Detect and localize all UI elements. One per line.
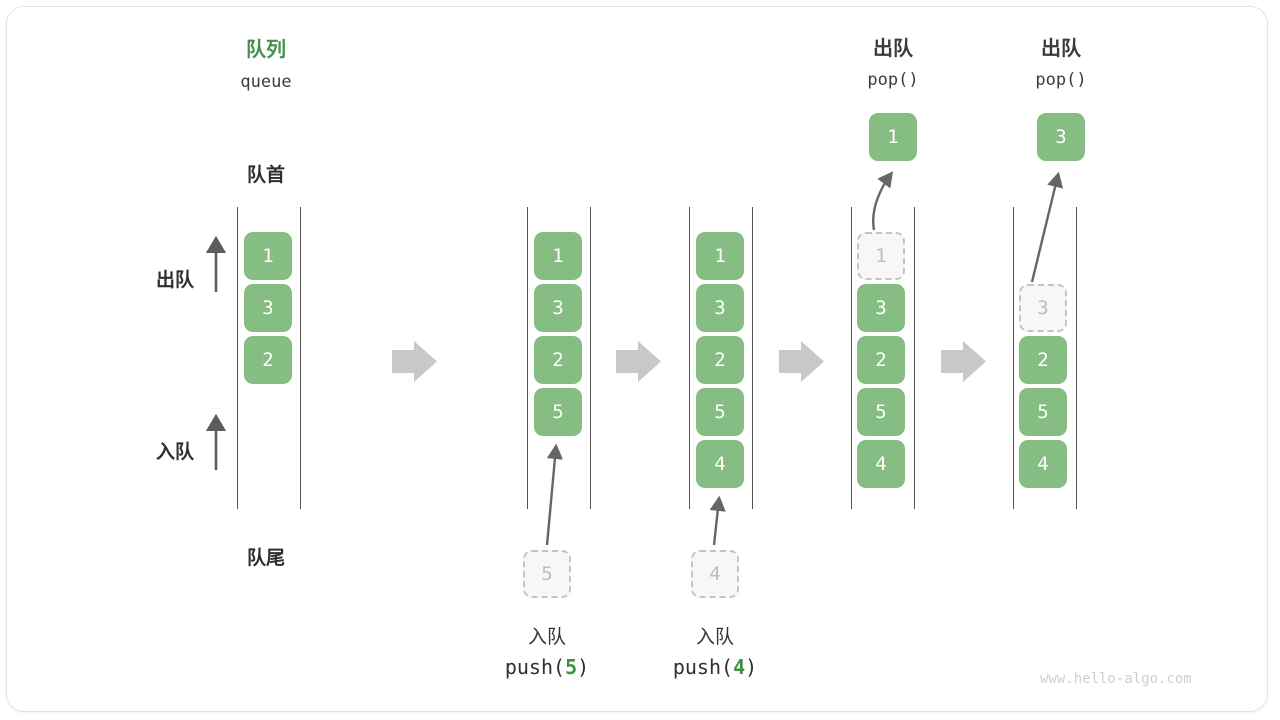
rail-left-col5	[1013, 207, 1014, 509]
cell-col3-3: 5	[696, 388, 744, 436]
rail-left-col1	[237, 207, 238, 509]
rail-right-col3	[752, 207, 753, 509]
cell-col4-3: 5	[857, 388, 905, 436]
cell-col1-1: 3	[244, 284, 292, 332]
cell-col3-1: 3	[696, 284, 744, 332]
queue-title-cn: 队列	[246, 39, 286, 61]
rail-right-col4	[914, 207, 915, 509]
pop-header-cn-2: 出队	[1041, 38, 1081, 60]
caption-cn-col3: 入队	[695, 627, 734, 648]
pop-header-code-1: pop()	[867, 70, 919, 90]
rail-right-col1	[300, 207, 301, 509]
caption-code-prefix-col3: push(	[672, 655, 734, 679]
caption-code-num-col2: 5	[565, 655, 578, 679]
cell-col5-3: 4	[1019, 440, 1067, 488]
label-enqueue: 入队	[155, 442, 194, 463]
caption-code-col2: push(5)	[487, 655, 607, 679]
rail-left-col2	[527, 207, 528, 509]
card-frame	[6, 6, 1268, 712]
caption-code-col3: push(4)	[655, 655, 775, 679]
cell-col4-0: 1	[857, 232, 905, 280]
cell-col2-0: 1	[534, 232, 582, 280]
label-rear: 队尾	[246, 548, 285, 569]
label-front: 队首	[246, 165, 285, 186]
cell-col1-0: 1	[244, 232, 292, 280]
incoming-cell-col2: 5	[523, 550, 571, 598]
cell-col3-4: 4	[696, 440, 744, 488]
cell-col2-3: 5	[534, 388, 582, 436]
cell-col5-2: 5	[1019, 388, 1067, 436]
caption-code-prefix-col2: push(	[504, 655, 566, 679]
caption-cn-col2: 入队	[527, 627, 566, 648]
rail-right-col2	[590, 207, 591, 509]
incoming-cell-col3: 4	[691, 550, 739, 598]
cell-col4-1: 3	[857, 284, 905, 332]
pop-header-code-2: pop()	[1035, 70, 1087, 90]
rail-left-col3	[689, 207, 690, 509]
rail-left-col4	[851, 207, 852, 509]
caption-code-num-col3: 4	[733, 655, 746, 679]
label-dequeue: 出队	[155, 270, 194, 291]
cell-col2-1: 3	[534, 284, 582, 332]
cell-col5-1: 2	[1019, 336, 1067, 384]
pop-header-cn-1: 出队	[873, 38, 913, 60]
cell-col4-4: 4	[857, 440, 905, 488]
queue-title-en: queue	[240, 72, 292, 92]
cell-col2-2: 2	[534, 336, 582, 384]
rail-right-col5	[1076, 207, 1077, 509]
caption-code-suffix-col2: )	[577, 655, 590, 679]
cell-col3-2: 2	[696, 336, 744, 384]
cell-col3-0: 1	[696, 232, 744, 280]
popped-cell-col5: 3	[1037, 113, 1085, 161]
cell-col5-0: 3	[1019, 284, 1067, 332]
cell-col4-2: 2	[857, 336, 905, 384]
cell-col1-2: 2	[244, 336, 292, 384]
popped-cell-col4: 1	[869, 113, 917, 161]
watermark: www.hello-algo.com	[1040, 671, 1192, 687]
caption-code-suffix-col3: )	[745, 655, 758, 679]
